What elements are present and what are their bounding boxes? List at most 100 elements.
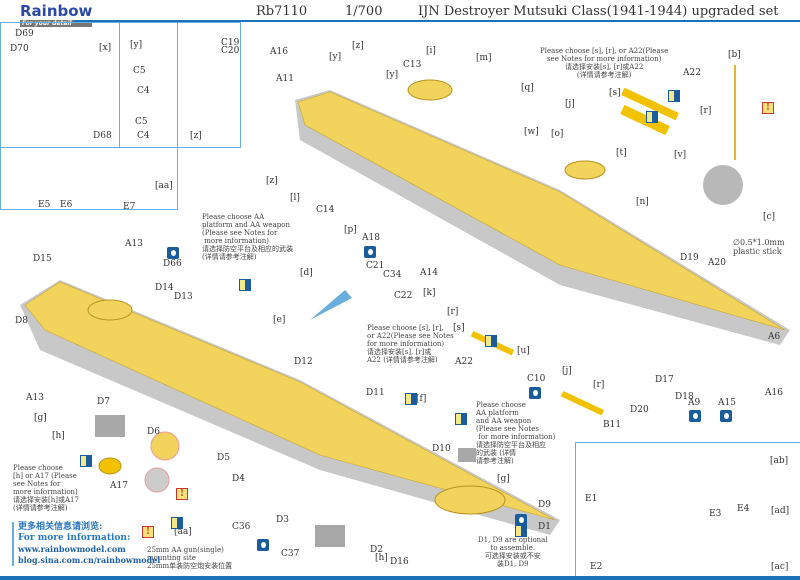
part-label: [s] — [609, 88, 621, 98]
part-label: [y] — [386, 70, 399, 80]
part-label: C5 — [135, 117, 148, 127]
lower-ship-hull — [20, 280, 560, 547]
part-label: C4 — [137, 86, 150, 96]
part-label: E5 — [38, 200, 51, 210]
part-label: A14 — [420, 268, 438, 278]
part-label: A6 — [768, 332, 781, 342]
part-label: D12 — [294, 357, 313, 367]
info-icon — [239, 279, 251, 291]
part-label: D9 — [538, 500, 551, 510]
direction-icon — [720, 410, 732, 422]
part-label: C22 — [394, 291, 413, 301]
part-label: [y] — [130, 40, 143, 50]
part-label: E2 — [590, 562, 603, 572]
product-code: Rb7110 — [256, 4, 308, 19]
footer-rule — [0, 576, 800, 580]
part-label: [r] — [700, 106, 712, 116]
warning-icon: ! — [176, 488, 188, 500]
part-label: D8 — [15, 316, 28, 326]
part-label: A20 — [708, 258, 726, 268]
detail-box-z — [177, 22, 241, 148]
note-aa-mounting: 25mm AA gun(single) mounting site 25mm单装… — [147, 546, 233, 570]
part-label: D3 — [276, 515, 289, 525]
part-label: C36 — [232, 522, 251, 532]
part-label: A13 — [125, 239, 143, 249]
part-label: D16 — [390, 557, 409, 567]
part-label: [q] — [521, 83, 534, 93]
direction-icon — [529, 387, 541, 399]
part-label: [x] — [99, 43, 112, 53]
part-label: B11 — [603, 420, 622, 430]
assembly-arrow — [310, 290, 352, 320]
part-label: E3 — [709, 509, 722, 519]
part-label: D4 — [232, 474, 245, 484]
part-label: [b] — [728, 50, 741, 60]
contact-cn: 更多相关信息请浏览: — [18, 522, 103, 532]
upper-ship-hull — [295, 79, 790, 345]
part-label: A16 — [765, 388, 783, 398]
part-label: E7 — [123, 202, 136, 212]
part-label: [h] — [375, 553, 388, 563]
part-label: [ad] — [771, 506, 790, 516]
part-label: [v] — [674, 150, 687, 160]
part-label: [j] — [565, 99, 575, 109]
part-label: [aa] — [155, 181, 173, 191]
part-label: [k] — [423, 288, 436, 298]
part-label: D2 — [370, 545, 383, 555]
contact-info: 更多相关信息请浏览: For more information: www.rai… — [12, 522, 160, 566]
part-label: D17 — [655, 375, 674, 385]
part-label: [t] — [616, 148, 627, 158]
part-label: [f] — [416, 394, 427, 404]
part-label: C21 — [366, 261, 385, 271]
note-choose-s-r-a22: Please choose [s], [r], or A22(Please se… — [367, 324, 454, 364]
part-label: [w] — [524, 127, 539, 137]
page-title: IJN Destroyer Mutsuki Class(1941-1944) u… — [418, 4, 779, 19]
part-label: [s] — [453, 323, 465, 333]
warning-icon: ! — [142, 526, 154, 538]
part-label: [g] — [34, 413, 47, 423]
info-icon — [171, 517, 183, 529]
website-link[interactable]: www.rainbowmodel.com — [18, 544, 126, 554]
contact-en: For more information: — [18, 533, 131, 543]
part-label: [z] — [352, 41, 364, 51]
part-label: C13 — [403, 60, 422, 70]
part-label: D10 — [432, 444, 451, 454]
direction-icon — [364, 246, 376, 258]
note-choose-aa: Please choose AA platform and AA weapon … — [476, 401, 556, 465]
part-label: A17 — [110, 481, 128, 491]
note-plastic-stick: ∅0.5*1.0mm plastic stick — [733, 238, 785, 256]
part-label: D6 — [147, 427, 160, 437]
info-icon — [668, 90, 680, 102]
info-icon — [405, 393, 417, 405]
part-label: A15 — [718, 398, 736, 408]
part-label: C4 — [137, 131, 150, 141]
part-label: [z] — [190, 131, 202, 141]
part-label: [h] — [52, 431, 65, 441]
part-label: C20 — [221, 46, 240, 56]
part-label: [ab] — [770, 456, 789, 466]
part-label: A22 — [683, 68, 701, 78]
part-label: [y] — [329, 52, 342, 62]
part-label: A13 — [26, 393, 44, 403]
part-label: [c] — [763, 212, 776, 222]
part-label: [ac] — [771, 562, 789, 572]
note-choose-s-r-a22: Please choose [s], [r], or A22(Please se… — [540, 47, 669, 79]
part-label: E6 — [60, 200, 73, 210]
brand-tagline: For your detail — [20, 20, 93, 27]
part-label: A18 — [362, 233, 380, 243]
part-label: [o] — [551, 129, 564, 139]
part-label: D1 — [538, 522, 551, 532]
part-label: D20 — [630, 405, 649, 415]
part-label: [r] — [593, 380, 605, 390]
part-label: [g] — [497, 474, 510, 484]
part-label: [d] — [300, 268, 313, 278]
part-label: A22 — [455, 357, 473, 367]
blog-link[interactable]: blog.sina.com.cn/rainbowmodel — [18, 555, 161, 565]
info-icon — [485, 335, 497, 347]
part-a17 — [98, 457, 122, 475]
part-label: [e] — [273, 315, 286, 325]
info-icon — [455, 413, 467, 425]
part-label: C34 — [383, 270, 402, 280]
